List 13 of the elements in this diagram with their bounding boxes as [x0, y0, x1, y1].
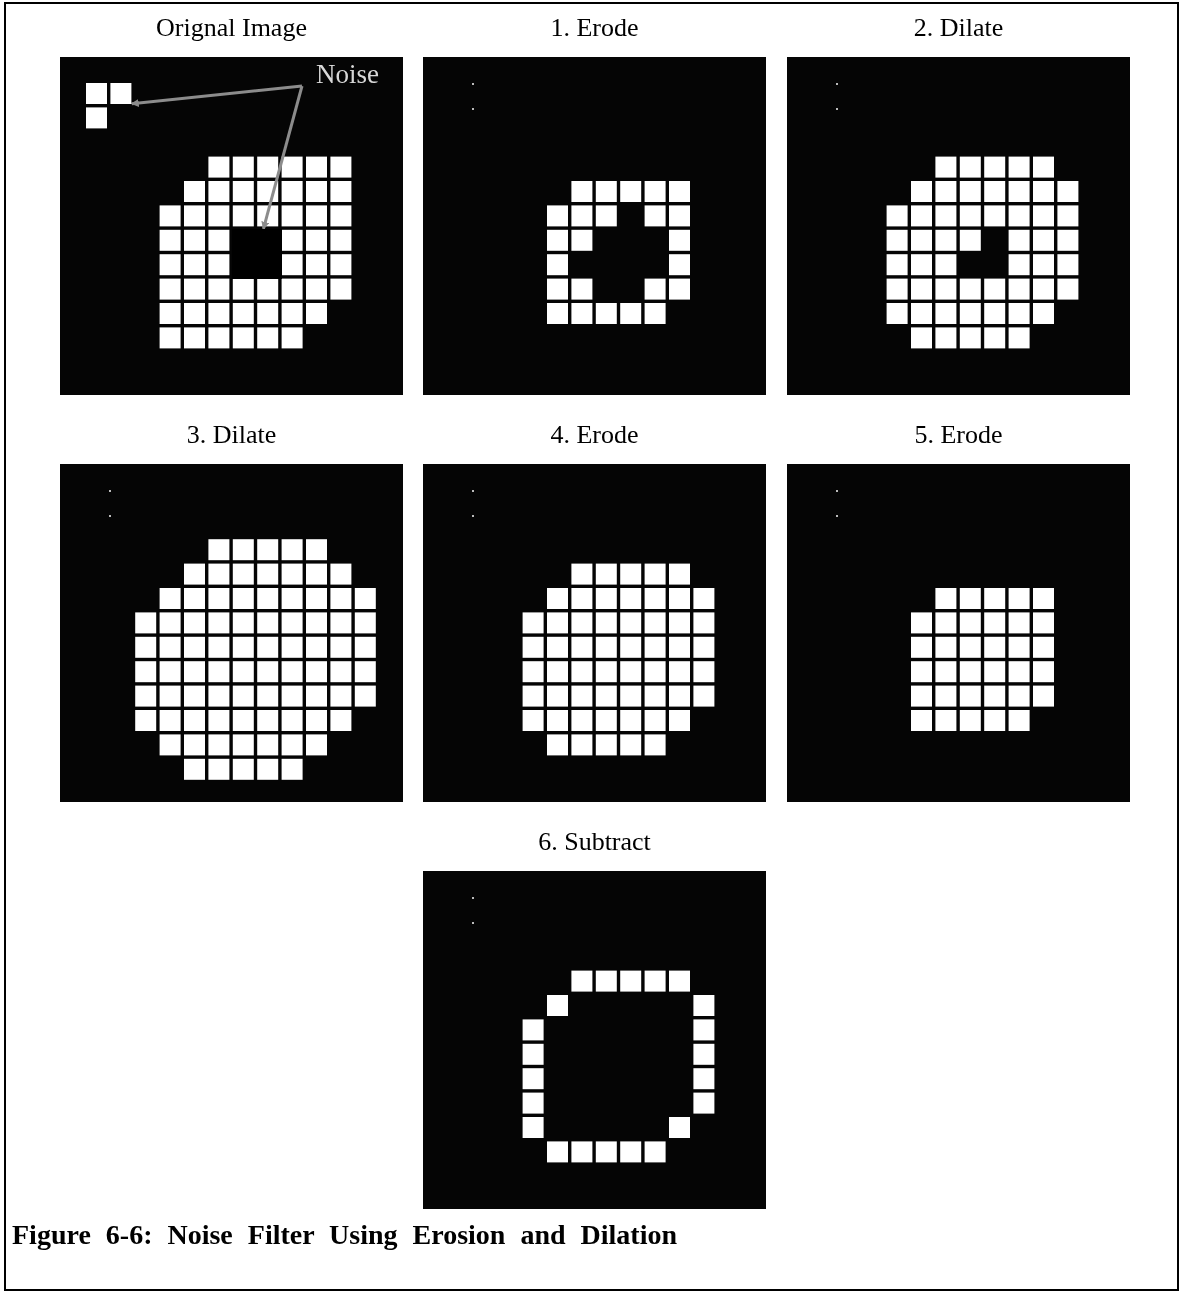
- panel-title: 4. Erode: [550, 420, 639, 450]
- panel-title: 5. Erode: [914, 420, 1003, 450]
- noise-pixels: [86, 83, 132, 129]
- callout-label: Noise: [316, 59, 379, 89]
- panel-title: 6. Subtract: [538, 827, 651, 857]
- leader-arrow: [130, 84, 303, 107]
- panel-title: 3. Dilate: [186, 420, 277, 450]
- panel-title: 1. Erode: [550, 13, 639, 43]
- panel-title: Orignal Image: [156, 13, 307, 43]
- leader-arrow: [261, 85, 304, 230]
- panel-title: 2. Dilate: [913, 13, 1004, 43]
- figure-caption: Figure 6-6: Noise Filter Using Erosion and Dilation: [12, 1218, 678, 1252]
- pixel-hole: [231, 228, 282, 279]
